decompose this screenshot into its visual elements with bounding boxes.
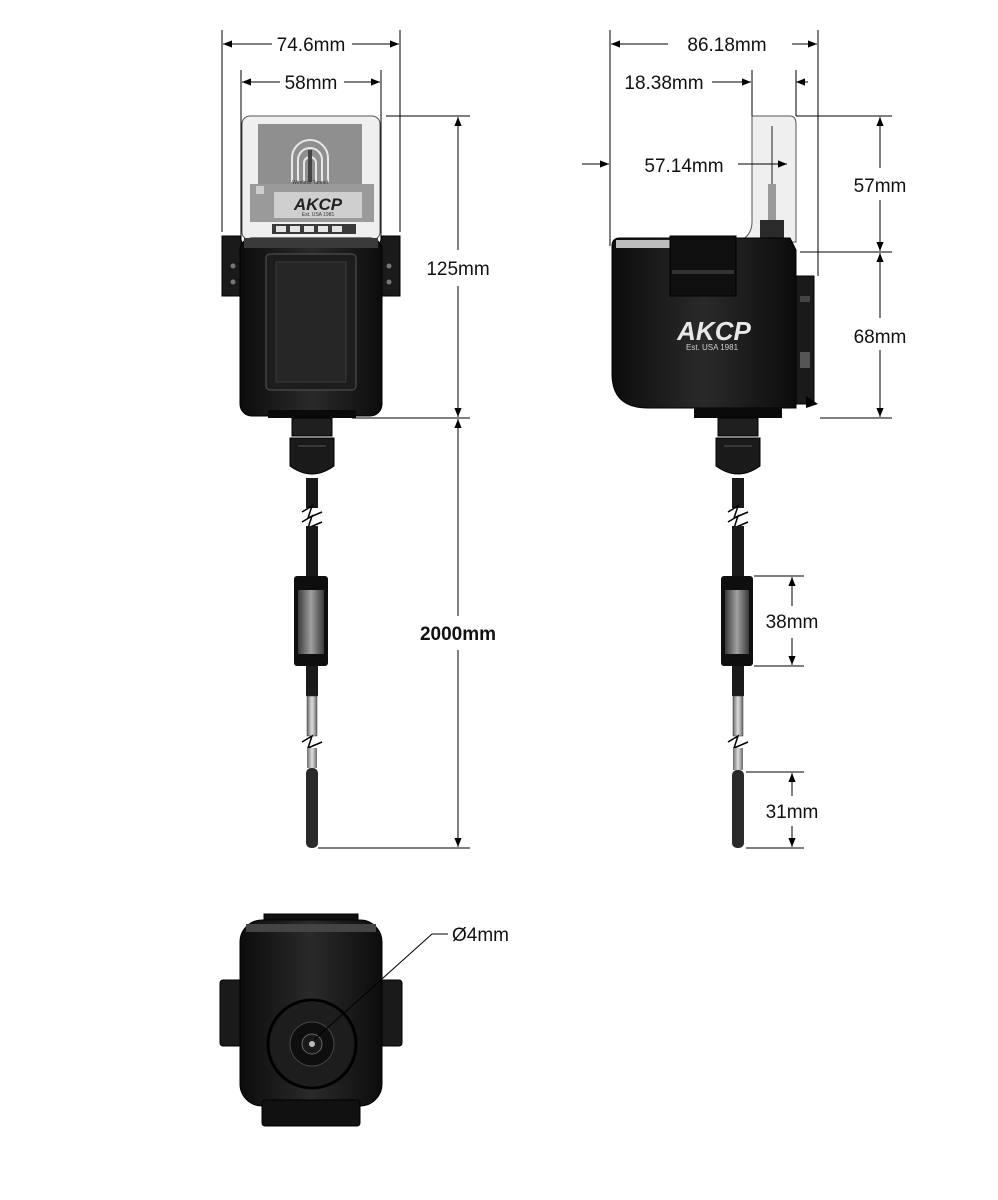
front-probe <box>301 695 323 848</box>
bottom-right-clip <box>379 979 403 1047</box>
dim-side-body-depth: 57.14mm <box>644 156 723 177</box>
wireless-tunnel-text: Wireless Tunnel <box>292 180 328 186</box>
side-logo-text: AKCP <box>676 316 751 346</box>
bottom-probe-hole <box>309 1041 315 1047</box>
dim-front-width-overall: 74.6mm <box>277 35 346 56</box>
front-cable-gland <box>289 417 335 475</box>
dim-side-width-overall: 86.18mm <box>687 35 766 56</box>
dim-side-probe-length: 31mm <box>766 802 819 823</box>
front-logo-text: AKCP <box>293 195 343 214</box>
dim-front-width-body: 58mm <box>285 73 338 94</box>
front-left-clip <box>221 235 245 297</box>
dim-side-lid-height: 57mm <box>854 176 907 197</box>
front-right-clip <box>377 235 401 297</box>
front-cable <box>301 478 323 578</box>
dim-side-sleeve-length: 38mm <box>766 612 819 633</box>
side-tagline: Est. USA 1981 <box>686 343 739 352</box>
side-probe <box>727 695 749 848</box>
bottom-left-clip <box>219 979 243 1047</box>
side-cable <box>727 478 749 576</box>
front-dimensions: 74.6mm 58mm 125mm 2000mm <box>221 30 496 849</box>
front-view: Wireless Tunnel AKCP Est. USA 1981 <box>221 115 401 848</box>
dim-side-antenna-depth: 18.38mm <box>624 73 703 94</box>
wireless-tunnel-logo: Wireless Tunnel <box>291 139 329 186</box>
dim-front-cable-length: 2000mm <box>420 624 496 645</box>
front-sleeve <box>294 576 328 666</box>
front-led-row <box>272 224 356 234</box>
bottom-gland-outer <box>266 998 358 1090</box>
side-body <box>611 237 797 409</box>
bottom-view <box>219 913 403 1127</box>
side-cable-gland <box>715 417 761 475</box>
side-clear-housing <box>737 115 797 243</box>
front-akcp-badge <box>274 192 362 218</box>
side-dimensions: 86.18mm 18.38mm 57.14mm 57mm 68mm 38mm 3… <box>582 30 907 849</box>
side-view: AKCP Est. USA 1981 <box>611 115 818 848</box>
bottom-dimensions: Ø4mm <box>313 925 509 1041</box>
dim-side-body-height: 68mm <box>854 327 907 348</box>
side-sleeve <box>721 576 753 666</box>
side-top-clip <box>669 235 737 297</box>
front-small-tag: Est. USA 1981 <box>302 212 335 218</box>
side-latch <box>795 275 818 408</box>
dim-front-height: 125mm <box>426 259 489 280</box>
dim-bottom-diameter: Ø4mm <box>452 925 509 946</box>
